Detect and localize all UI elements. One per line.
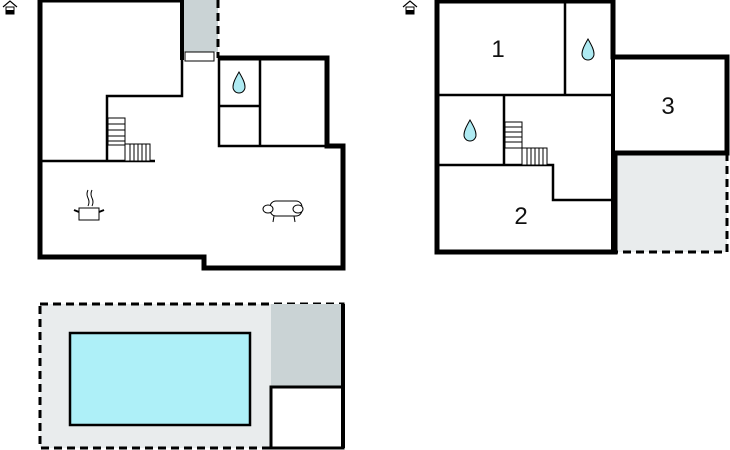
swimming-pool — [68, 331, 252, 427]
room-label-2: 2 — [514, 203, 527, 230]
exterior-wall — [434, 0, 730, 255]
stairs-icon — [107, 117, 151, 162]
bathroom-water-drop-icon — [232, 71, 246, 94]
ground-floor-plan — [2, 0, 346, 271]
bathroom-water-drop-icon — [581, 38, 595, 61]
upper-floor-plan: 1 2 3 — [402, 0, 730, 255]
covered-entrance — [182, 0, 218, 52]
room-label-3: 3 — [661, 93, 674, 120]
bathroom-water-drop-icon — [463, 119, 477, 142]
window — [184, 51, 215, 62]
house-icon — [402, 0, 418, 15]
terrace — [617, 153, 727, 252]
house-icon — [2, 0, 18, 15]
kitchen-pot-icon — [73, 189, 105, 221]
pool-house — [269, 385, 345, 450]
living-room-sofa-icon — [262, 200, 304, 223]
covered-area — [271, 304, 343, 386]
pool-area-plan — [38, 302, 345, 450]
room-label-1: 1 — [491, 36, 504, 63]
interior-walls — [437, 1, 613, 202]
interior-walls — [40, 57, 329, 163]
stairs-icon — [504, 121, 548, 166]
